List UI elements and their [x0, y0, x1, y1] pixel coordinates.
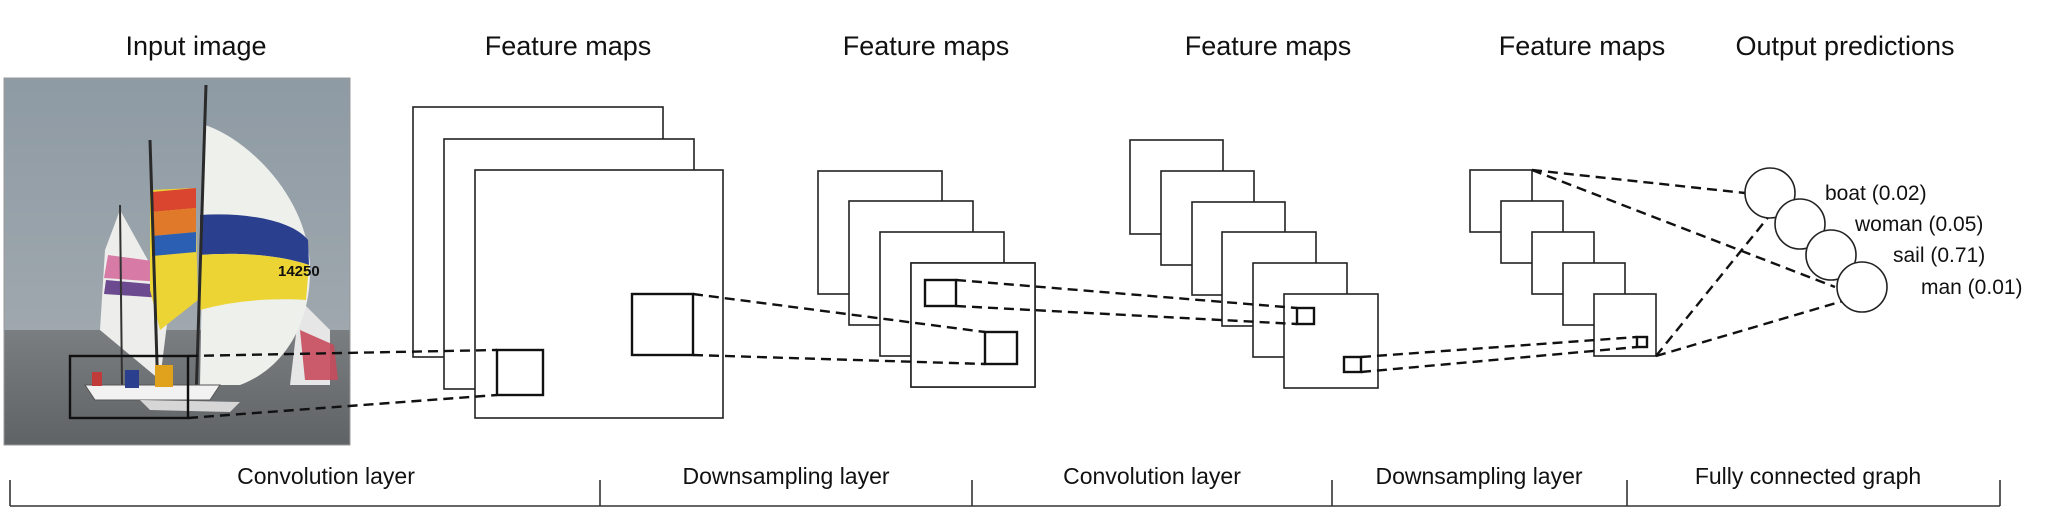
- output-node-woman: [1774, 198, 1826, 250]
- fm4-window: [1635, 335, 1649, 349]
- proj-fm1-bottom: [692, 353, 986, 366]
- fm3-window-b: [1342, 355, 1363, 374]
- output-nodes: [1744, 167, 1888, 313]
- fc-line-1: [1531, 168, 1746, 195]
- output-node-man: [1836, 261, 1888, 313]
- header-output-predictions: Output predictions: [1735, 31, 1954, 61]
- fc-line-2: [1531, 168, 1836, 289]
- spinnaker-blue: [152, 232, 196, 256]
- prediction-boat: boat (0.02): [1825, 182, 1927, 205]
- layer-label-fully-connected: Fully connected graph: [1695, 463, 1921, 489]
- fm1-window-small: [495, 348, 545, 397]
- header-feature-maps-4: Feature maps: [1499, 31, 1666, 61]
- input-receptive-field: [68, 354, 190, 420]
- fm3-window-a: [1295, 306, 1316, 326]
- sail-purple-stripe: [104, 280, 163, 298]
- crew-blue: [125, 370, 139, 388]
- mast-main: [194, 84, 208, 401]
- input-image: 14250: [4, 78, 350, 445]
- feature-map-4e: [1593, 293, 1657, 357]
- fm1-window-large: [630, 292, 695, 357]
- proj-fm3-top: [1360, 335, 1638, 359]
- proj-input-bottom: [187, 393, 498, 420]
- layer-label-convolution-1: Convolution layer: [237, 463, 415, 489]
- proj-fm1-top: [692, 292, 986, 334]
- feature-maps-3: [1129, 139, 1379, 389]
- crew-yellow: [155, 365, 173, 387]
- fm2-window-b: [983, 330, 1019, 366]
- hull: [84, 384, 221, 401]
- background-sail-red: [300, 330, 338, 380]
- main-spinnaker-yellow-band: [200, 253, 309, 310]
- input-image-frame: [3, 77, 351, 446]
- layer-label-convolution-2: Convolution layer: [1063, 463, 1241, 489]
- layer-bracket: [9, 480, 2001, 507]
- header-feature-maps-3: Feature maps: [1185, 31, 1352, 61]
- header-feature-maps-1: Feature maps: [485, 31, 652, 61]
- main-spinnaker-blue-band: [200, 214, 309, 265]
- fm2-window-a: [923, 278, 958, 308]
- prediction-man: man (0.01): [1921, 276, 2023, 299]
- sail-number: 14250: [278, 263, 320, 280]
- fc-line-3: [1655, 214, 1771, 357]
- proj-fm2-top: [955, 278, 1298, 310]
- sail-pink-stripe: [104, 255, 162, 282]
- crew-red: [92, 372, 102, 386]
- layer-label-downsampling-2: Downsampling layer: [1375, 463, 1582, 489]
- proj-fm2-bottom: [955, 304, 1298, 326]
- prediction-woman: woman (0.05): [1854, 213, 1983, 236]
- output-node-sail: [1805, 229, 1857, 281]
- feature-maps-1: [412, 106, 724, 419]
- header-feature-maps-2: Feature maps: [843, 31, 1010, 61]
- feature-maps-4: [1469, 169, 1657, 357]
- header-input-image: Input image: [125, 31, 266, 61]
- layer-label-downsampling-1: Downsampling layer: [682, 463, 889, 489]
- prediction-sail: sail (0.71): [1893, 244, 1985, 267]
- feature-maps-2: [817, 170, 1036, 388]
- fc-line-4: [1655, 294, 1861, 358]
- hull-shadow: [140, 400, 240, 412]
- proj-input-top: [187, 348, 498, 358]
- spinnaker-orange: [152, 208, 196, 236]
- mast-middle: [148, 139, 160, 396]
- proj-fm3-bottom: [1360, 345, 1638, 374]
- spinnaker-red: [152, 188, 196, 212]
- projection-lines: [187, 168, 1861, 420]
